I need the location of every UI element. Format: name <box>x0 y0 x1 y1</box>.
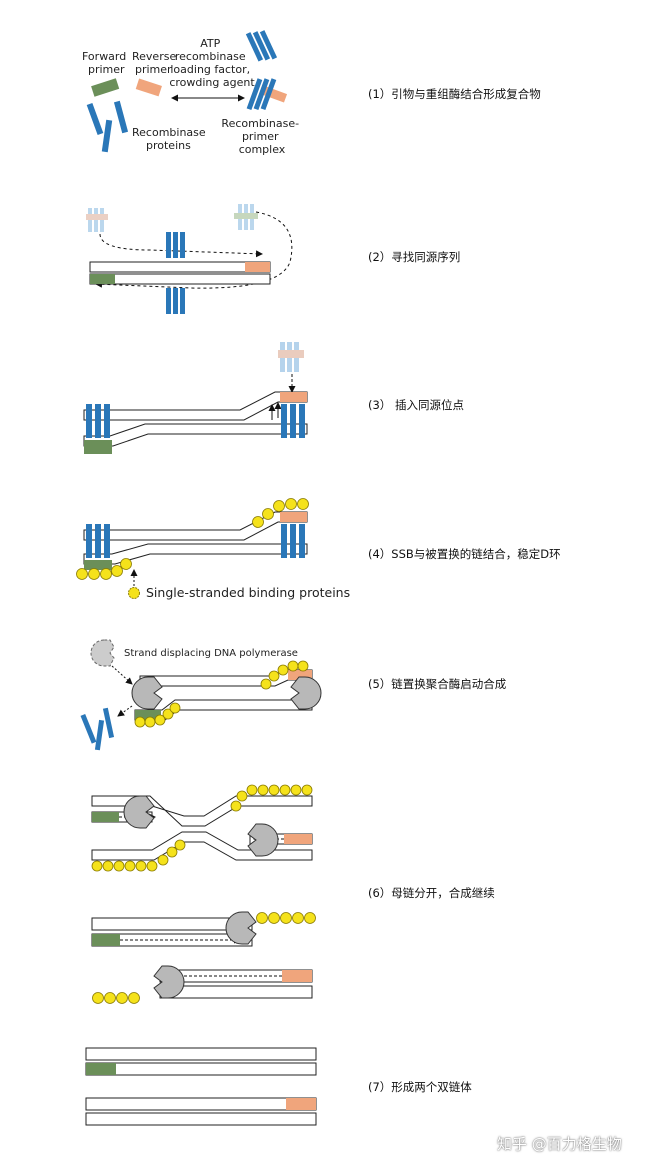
step-3-label: (3） 插入同源位点 <box>368 398 464 412</box>
ssb-proteins-bottom-icon <box>134 702 181 728</box>
ssb-proteins-top-icon <box>256 912 316 924</box>
recombinase-left-icon <box>86 524 110 558</box>
polymerase-label: Strand displacing DNA polymerase <box>124 648 298 659</box>
recombinase-left-icon <box>86 404 110 438</box>
step-4-label: (4）SSB与被置换的链结合，稳定D环 <box>368 547 561 561</box>
reverse-primer-icon <box>135 78 162 97</box>
step-1-label: (1）引物与重组酶结合形成复合物 <box>368 87 541 101</box>
ssb-legend-icon <box>128 587 140 599</box>
watermark: 知乎 @百力格生物 <box>497 1135 622 1153</box>
ssb-proteins-bottom-icon <box>91 839 186 872</box>
recombinase-primer-complex-icon <box>246 78 288 111</box>
stage-3 <box>83 342 308 454</box>
step-2-label: (2）寻找同源序列 <box>368 250 461 264</box>
recombinase-cluster-icon <box>245 30 278 62</box>
atp-label: ATP recombinase loading factor, crowding… <box>169 37 255 89</box>
polymerase-free-icon <box>90 639 115 667</box>
faded-complex-right-icon <box>234 204 258 230</box>
stage-5: Strand displacing DNA polymerase <box>80 639 322 751</box>
released-recombinase-icon <box>80 707 115 751</box>
ssb-proteins-top-icon <box>260 660 309 690</box>
stage-4: Single-stranded binding proteins <box>76 498 350 600</box>
recombinase-right-icon <box>281 404 305 438</box>
faded-complex-left-icon <box>86 208 108 232</box>
recombinase-proteins-icon <box>86 100 129 153</box>
stage-2 <box>86 204 293 314</box>
dna-polymerase-left-icon <box>131 676 163 710</box>
step-5-label: (5）链置换聚合酶启动合成 <box>368 677 507 691</box>
forward-primer-site <box>90 274 115 284</box>
dna-top-strand <box>89 261 271 273</box>
ssb-proteins-top-icon <box>252 498 309 528</box>
stage-7 <box>85 1047 317 1126</box>
ssb-proteins-bottom-icon <box>92 992 140 1004</box>
faded-complex-icon <box>278 342 304 372</box>
ssb-label: Single-stranded binding proteins <box>146 585 350 600</box>
dna-bottom-strand <box>89 273 271 285</box>
forward-primer-icon <box>91 78 120 97</box>
stage-6-split <box>91 784 313 872</box>
step-6-label: (6）母链分开，合成继续 <box>368 886 495 900</box>
recombinase-top-icon <box>166 232 185 258</box>
recombinase-bottom-icon <box>166 288 185 314</box>
recombinase-right-icon <box>281 524 305 558</box>
stage-6-continue <box>91 911 316 1004</box>
dna-polymerase-bottom-icon <box>153 965 185 999</box>
ssb-proteins-top-icon <box>230 784 313 812</box>
recombinase-primer-complex-label: Recombinase- primer complex <box>221 117 302 156</box>
ssb-proteins-bottom-icon <box>76 558 132 580</box>
step-7-label: (7）形成两个双链体 <box>368 1080 472 1094</box>
dna-polymerase-right-icon <box>290 676 322 710</box>
reverse-primer-site <box>245 262 270 272</box>
